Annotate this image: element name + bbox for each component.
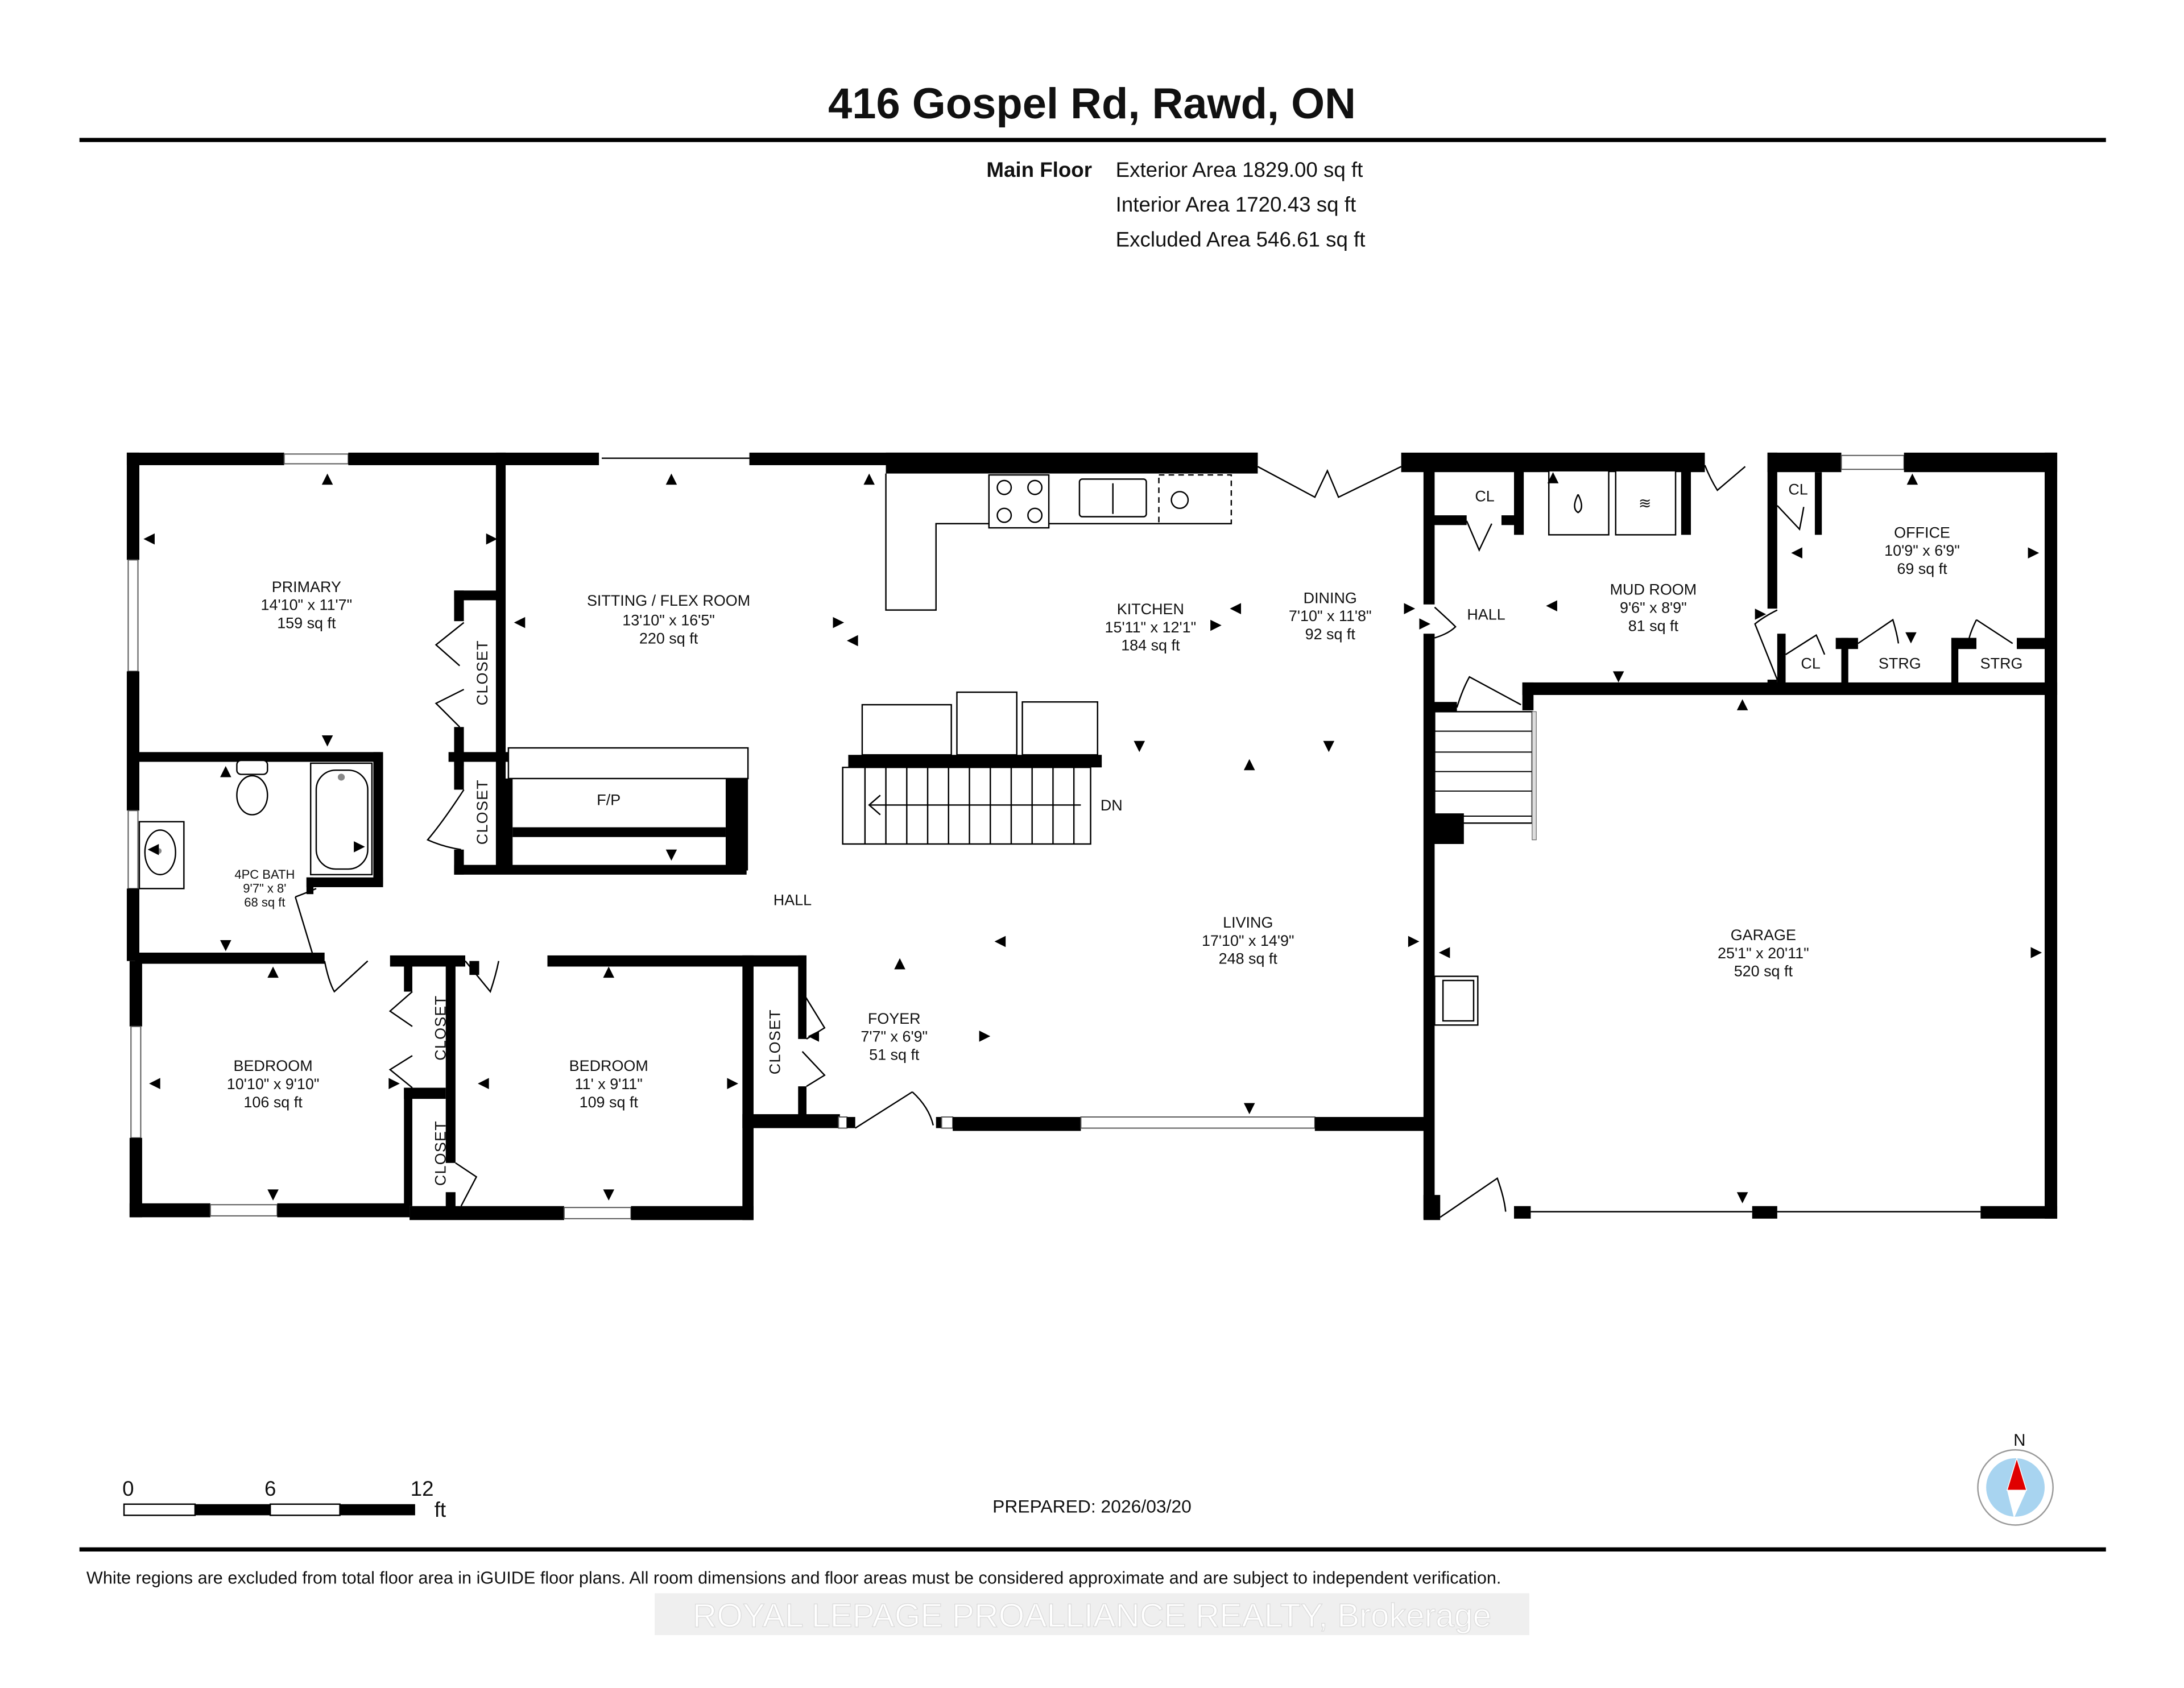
room-area: 68 sq ft [244, 895, 285, 909]
room-area: 69 sq ft [1897, 560, 1947, 577]
room-mud-room: MUD ROOM 9'6" x 8'9" 81 sq ft [1610, 581, 1697, 635]
scale-tick-0: 0 [122, 1477, 134, 1500]
room-name: DINING [1304, 589, 1357, 606]
room-area: 248 sq ft [1219, 950, 1278, 967]
room-dimensions: 25'1" x 20'11" [1718, 945, 1809, 962]
room-area: 81 sq ft [1628, 617, 1679, 634]
room-dimensions: 10'9" x 6'9" [1884, 542, 1960, 559]
compass-icon: N [1977, 1431, 2054, 1526]
interior-area: Interior Area 1720.43 sq ft [1116, 193, 1356, 216]
room-dimensions: 7'10" x 11'8" [1289, 607, 1372, 624]
room-name: FOYER [868, 1010, 921, 1027]
closet-label: CLOSET [766, 1009, 783, 1074]
room-dimensions: 9'6" x 8'9" [1620, 599, 1687, 616]
stairs-down-label: DN [1101, 797, 1123, 814]
closet-cl-label: CL [1475, 488, 1494, 505]
excluded-area: Excluded Area 546.61 sq ft [1116, 227, 1366, 251]
scale-tick-12: 12 [411, 1477, 434, 1500]
room-dimensions: 17'10" x 14'9" [1202, 932, 1294, 949]
room-dimensions: 10'10" x 9'10" [227, 1075, 320, 1093]
hall-label: HALL [1467, 606, 1505, 623]
room-garage: GARAGE 25'1" x 20'11" 520 sq ft [1718, 926, 1809, 980]
room-sitting-flex: SITTING / FLEX ROOM 13'10" x 16'5" 220 s… [587, 592, 750, 647]
room-area: 92 sq ft [1305, 626, 1356, 643]
svg-text:≋: ≋ [1639, 495, 1652, 512]
room-name: OFFICE [1894, 524, 1950, 541]
room-area: 106 sq ft [243, 1094, 303, 1111]
room-kitchen: KITCHEN 15'11" x 12'1" 184 sq ft [1105, 601, 1197, 654]
room-4pc-bath: 4PC BATH 9'7" x 8' 68 sq ft [234, 867, 295, 909]
room-name: 4PC BATH [234, 867, 295, 882]
floor-label: Main Floor [986, 158, 1092, 181]
room-dimensions: 13'10" x 16'5" [622, 612, 715, 629]
room-area: 109 sq ft [580, 1094, 639, 1111]
room-bedroom-2: BEDROOM 11' x 9'11" 109 sq ft [569, 1057, 648, 1111]
room-name: BEDROOM [234, 1057, 313, 1074]
room-name: MUD ROOM [1610, 581, 1697, 598]
room-dimensions: 7'7" x 6'9" [861, 1028, 928, 1045]
room-area: 184 sq ft [1121, 637, 1180, 654]
room-bedroom-1: BEDROOM 10'10" x 9'10" 106 sq ft [227, 1057, 320, 1111]
closet-label: CLOSET [432, 995, 449, 1061]
room-area: 159 sq ft [277, 614, 336, 631]
scale-unit: ft [435, 1498, 446, 1521]
room-name: BEDROOM [569, 1057, 648, 1074]
floor-plan: CLOSET CLOSET F/P CLOSE [126, 452, 2058, 1221]
closet-label: CLOSET [474, 640, 491, 705]
brokerage-watermark: ROYAL LEPAGE PROALLIANCE REALTY, Brokera… [693, 1597, 1491, 1634]
closet-label: CLOSET [474, 779, 491, 845]
room-office: OFFICE 10'9" x 6'9" 69 sq ft [1884, 524, 1960, 577]
room-dimensions: 15'11" x 12'1" [1105, 619, 1197, 636]
closet-label: CLOSET [432, 1120, 449, 1186]
watermark-background [655, 1593, 1529, 1635]
room-dimensions: 14'10" x 11'7" [261, 597, 353, 614]
room-name: GARAGE [1731, 926, 1796, 944]
hall-label: HALL [774, 892, 812, 909]
room-area: 51 sq ft [869, 1046, 920, 1064]
scale-bar: 0 6 12 ft [122, 1477, 446, 1521]
room-dimensions: 9'7" x 8' [243, 882, 286, 896]
header-divider [79, 138, 2106, 142]
scale-tick-6: 6 [264, 1477, 276, 1500]
room-name: PRIMARY [272, 578, 341, 595]
storage-label: STRG [1980, 655, 2023, 672]
exterior-area: Exterior Area 1829.00 sq ft [1116, 158, 1363, 181]
north-label: N [2013, 1431, 2025, 1450]
disclaimer: White regions are excluded from total fl… [86, 1568, 1501, 1587]
room-primary: PRIMARY 14'10" x 11'7" 159 sq ft [261, 578, 353, 632]
room-living: LIVING 17'10" x 14'9" 248 sq ft [1202, 914, 1294, 967]
storage-label: STRG [1879, 655, 1921, 672]
room-area: 220 sq ft [639, 630, 698, 647]
fireplace-label: F/P [597, 791, 621, 808]
prepared-date: PREPARED: 2026/03/20 [992, 1496, 1192, 1516]
page-title: 416 Gospel Rd, Rawd, ON [828, 80, 1356, 128]
closet-cl-label: CL [1788, 481, 1807, 498]
room-name: LIVING [1223, 914, 1273, 931]
room-foyer: FOYER 7'7" x 6'9" 51 sq ft [861, 1010, 928, 1064]
room-dining: DINING 7'10" x 11'8" 92 sq ft [1289, 589, 1372, 643]
room-name: KITCHEN [1117, 601, 1184, 618]
room-area: 520 sq ft [1734, 963, 1793, 980]
room-name: SITTING / FLEX ROOM [587, 592, 750, 609]
closet-cl-label: CL [1801, 655, 1820, 672]
room-dimensions: 11' x 9'11" [575, 1075, 643, 1093]
footer-divider [79, 1547, 2106, 1552]
